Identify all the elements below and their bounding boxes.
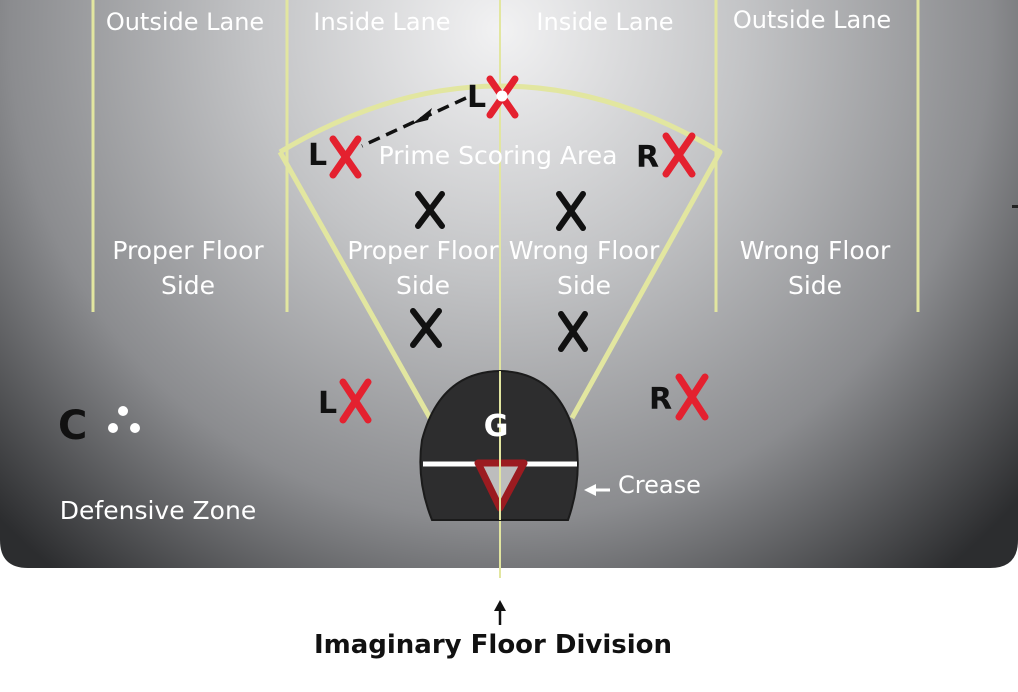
- floor-edge-tick: [1012, 205, 1018, 208]
- player-top-left-letter: L: [467, 80, 486, 115]
- goalie-letter: G: [484, 409, 509, 444]
- zone-proper-inner-line1: Proper Floor: [347, 236, 499, 265]
- zone-proper-outer-line2: Side: [161, 271, 215, 300]
- lane-label-3: Inside Lane: [536, 8, 673, 36]
- player-low-right-letter: R: [649, 382, 672, 417]
- zone-wrong-outer-line1: Wrong Floor: [740, 236, 891, 265]
- center-dots-icon: [108, 406, 140, 433]
- pass-line: [361, 96, 467, 148]
- lane-label-4: Outside Lane: [733, 6, 891, 34]
- player-right-post-letter: R: [636, 140, 659, 175]
- crease-label: Crease: [618, 471, 701, 499]
- player-right-post-marker: [662, 132, 696, 178]
- player-left-post-letter: L: [308, 138, 327, 173]
- player-center-letter: C: [58, 403, 87, 449]
- prime-scoring-label: Prime Scoring Area: [379, 141, 618, 170]
- defender-marker-3: [410, 308, 442, 348]
- zone-wrong-inner-line1: Wrong Floor: [509, 236, 660, 265]
- zone-proper-outer-line1: Proper Floor: [112, 236, 264, 265]
- player-low-left-letter: L: [318, 386, 337, 421]
- diagram-caption: Imaginary Floor Division: [314, 630, 672, 660]
- pass-arrow-icon: [412, 108, 432, 124]
- zone-wrong-outer-line2: Side: [788, 271, 842, 300]
- zone-wrong-inner-line2: Side: [557, 271, 611, 300]
- crease-arrow-icon: [584, 484, 596, 496]
- player-top-left-marker: [486, 75, 519, 119]
- player-left-post-marker: [329, 135, 362, 179]
- defensive-zone-label: Defensive Zone: [60, 496, 256, 525]
- defender-marker-2: [556, 191, 586, 231]
- division-arrow-icon: [494, 600, 506, 611]
- floor-surface: [0, 0, 1018, 568]
- defender-marker-1: [415, 191, 445, 229]
- zone-proper-inner-line2: Side: [396, 271, 450, 300]
- player-low-left-marker: [339, 378, 372, 424]
- player-low-right-marker: [675, 373, 709, 421]
- defender-marker-4: [558, 311, 588, 352]
- lane-label-1: Outside Lane: [106, 8, 264, 36]
- lane-label-2: Inside Lane: [313, 8, 450, 36]
